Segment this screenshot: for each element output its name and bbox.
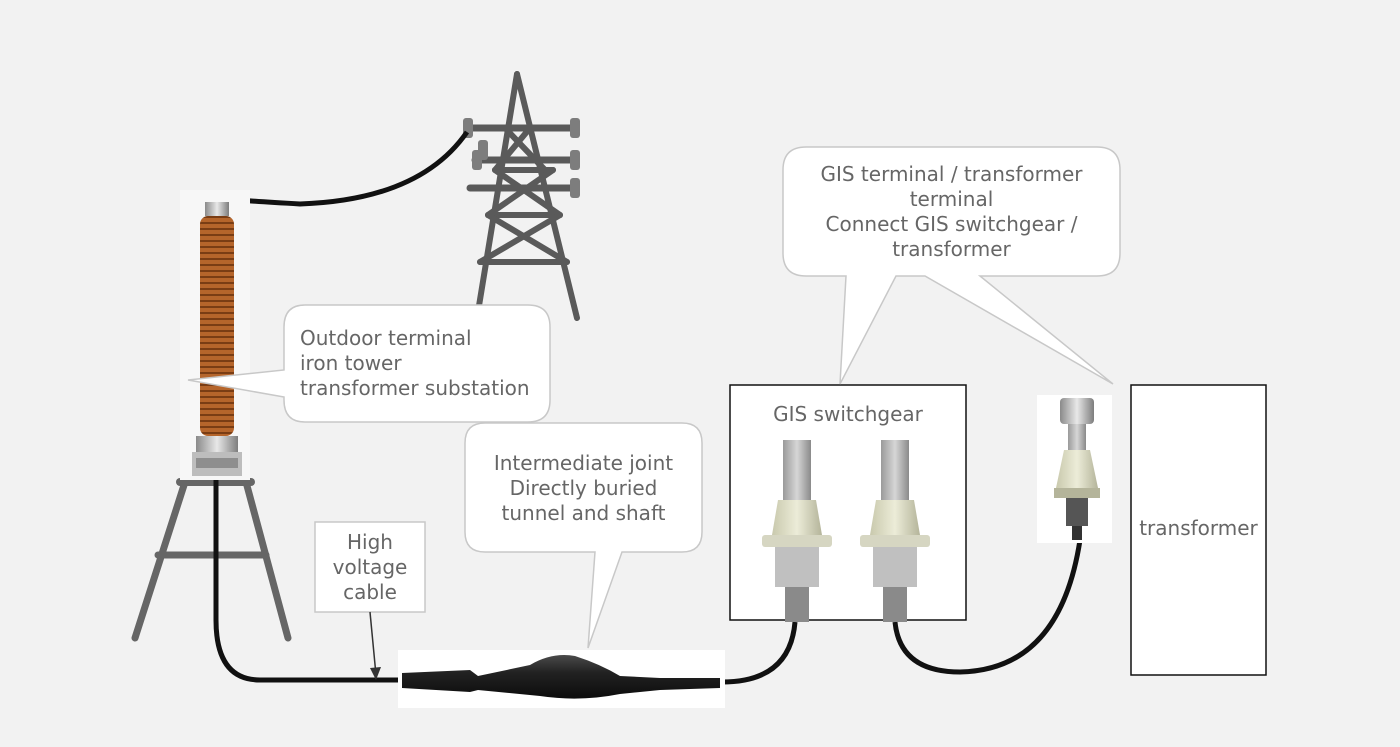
transformer-box	[1130, 384, 1267, 676]
callout-joint-bubble	[464, 422, 703, 649]
callout-joint-line: Intermediate joint	[493, 451, 674, 475]
outdoor-terminal-tripod	[131, 478, 292, 642]
gis-switchgear-label: GIS switchgear	[773, 402, 923, 426]
gis-terminal-left	[762, 440, 832, 622]
callout-joint-line: tunnel and shaft	[501, 501, 666, 525]
callout-cable-line: voltage	[332, 555, 408, 579]
callout-gis-terminal-line: Connect GIS switchgear /	[825, 212, 1078, 236]
callout-gis-terminal-line: GIS terminal / transformer	[820, 162, 1083, 186]
callout-cable-text: High voltage cable	[315, 530, 425, 605]
callout-cable-line: cable	[343, 580, 397, 604]
callout-joint-line: Directly buried	[509, 476, 658, 500]
callout-gis-terminal-bubble	[782, 146, 1121, 385]
overhead-cable	[217, 130, 470, 207]
callout-gis-terminal-text: GIS terminal / transformer terminal Conn…	[783, 162, 1120, 262]
tower-insulators	[463, 118, 580, 198]
transformer-terminal	[1037, 395, 1112, 543]
ground-cable	[213, 480, 405, 683]
callout-gis-terminal-line: transformer	[892, 237, 1011, 261]
gis-switchgear-box	[729, 384, 967, 621]
joint-to-gis-cable	[721, 621, 798, 685]
transformer-label: transformer	[1139, 516, 1258, 540]
callout-outdoor-line: Outdoor terminal	[300, 326, 472, 350]
lattice-tower	[466, 71, 580, 321]
callout-gis-terminal-line: terminal	[909, 187, 994, 211]
callout-cable-line: High	[347, 530, 393, 554]
callout-joint-text: Intermediate joint Directly buried tunne…	[465, 451, 702, 526]
callout-outdoor-line: iron tower	[300, 351, 402, 375]
gis-to-transformer-cable	[892, 539, 1083, 675]
gis-terminal-right	[860, 440, 930, 622]
callout-cable-box	[314, 521, 426, 680]
callout-outdoor-bubble	[187, 304, 551, 423]
callout-outdoor-text: Outdoor terminal iron tower transformer …	[300, 326, 530, 401]
outdoor-terminal	[180, 190, 250, 480]
callout-outdoor-line: transformer substation	[300, 376, 530, 400]
intermediate-joint	[398, 650, 725, 708]
